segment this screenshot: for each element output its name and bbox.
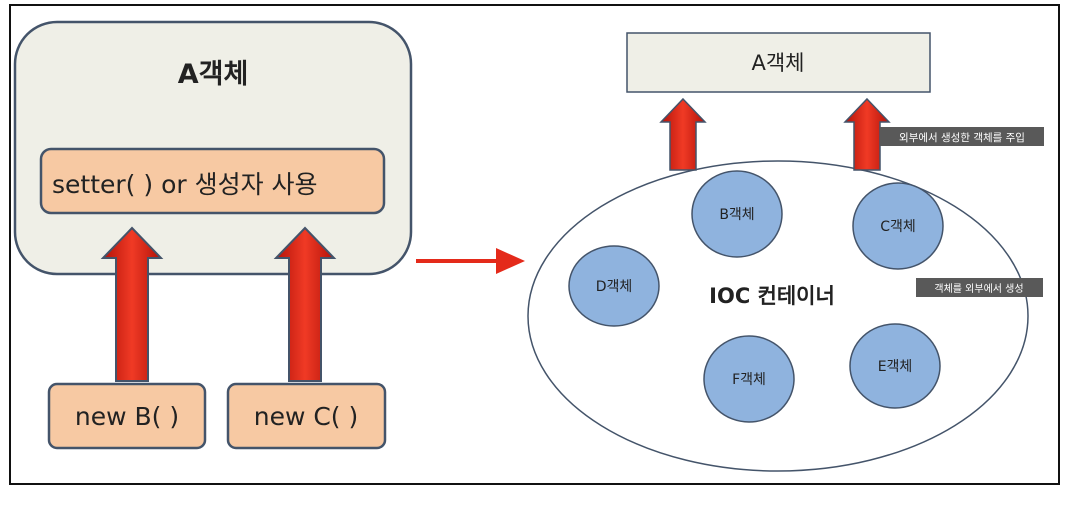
- new-b-box: [47, 382, 207, 450]
- a-object-target-box: [626, 32, 931, 93]
- object-circle-e: E객체: [849, 323, 941, 409]
- arrow-up-to-a-right: [843, 97, 891, 171]
- object-label-b: B객체: [719, 207, 754, 223]
- new-c-label: new C( ): [254, 402, 359, 431]
- arrow-up-from-c: [273, 226, 337, 382]
- new-c-box: [226, 382, 387, 450]
- arrow-up-to-a-left: [659, 97, 707, 171]
- new-b-label: new B( ): [75, 402, 179, 431]
- a-object-target-label: A객체: [751, 51, 804, 75]
- a-object-title: A객체: [178, 59, 249, 90]
- object-circle-d: D객체: [568, 245, 660, 327]
- note-create: 객체를 외부에서 생성: [916, 278, 1043, 297]
- object-circle-b: B객체: [691, 170, 783, 258]
- object-label-f: F객체: [732, 372, 766, 388]
- note-inject-text: 외부에서 생성한 객체를 주입: [899, 131, 1025, 144]
- arrow-up-from-b: [100, 226, 164, 382]
- injection-method-box: [39, 147, 386, 215]
- transition-arrow: [416, 248, 525, 274]
- note-create-text: 객체를 외부에서 생성: [934, 283, 1023, 295]
- object-label-d: D객체: [596, 279, 633, 295]
- ioc-container-label: IOC 컨테이너: [709, 284, 835, 308]
- note-inject: 외부에서 생성한 객체를 주입: [880, 127, 1044, 146]
- diagram-frame: [9, 4, 1060, 485]
- injection-method-label: setter( ) or 생성자 사용: [52, 170, 318, 199]
- object-circle-c: C객체: [852, 182, 944, 270]
- object-label-e: E객체: [878, 359, 913, 375]
- object-label-c: C객체: [880, 219, 916, 235]
- object-circle-f: F객체: [703, 335, 795, 423]
